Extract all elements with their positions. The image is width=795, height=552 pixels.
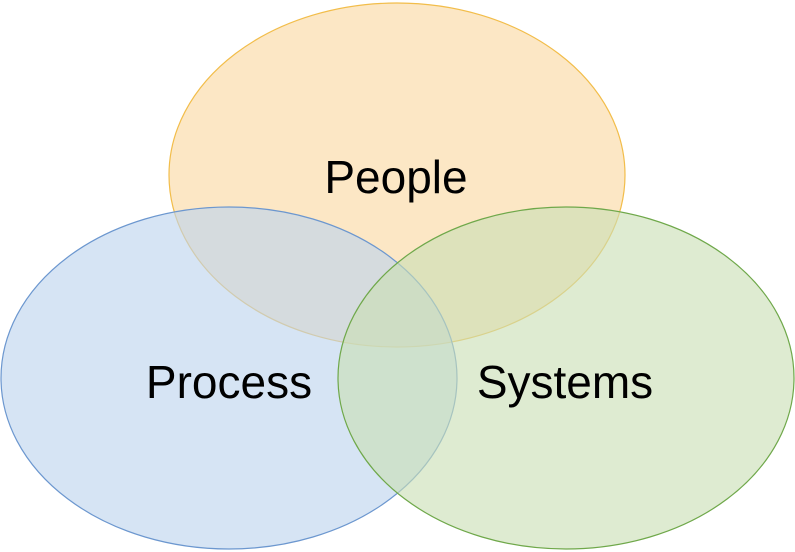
process-label: Process xyxy=(146,356,312,408)
people-label: People xyxy=(324,151,467,203)
systems-circle xyxy=(337,206,795,550)
systems-label: Systems xyxy=(477,356,653,408)
